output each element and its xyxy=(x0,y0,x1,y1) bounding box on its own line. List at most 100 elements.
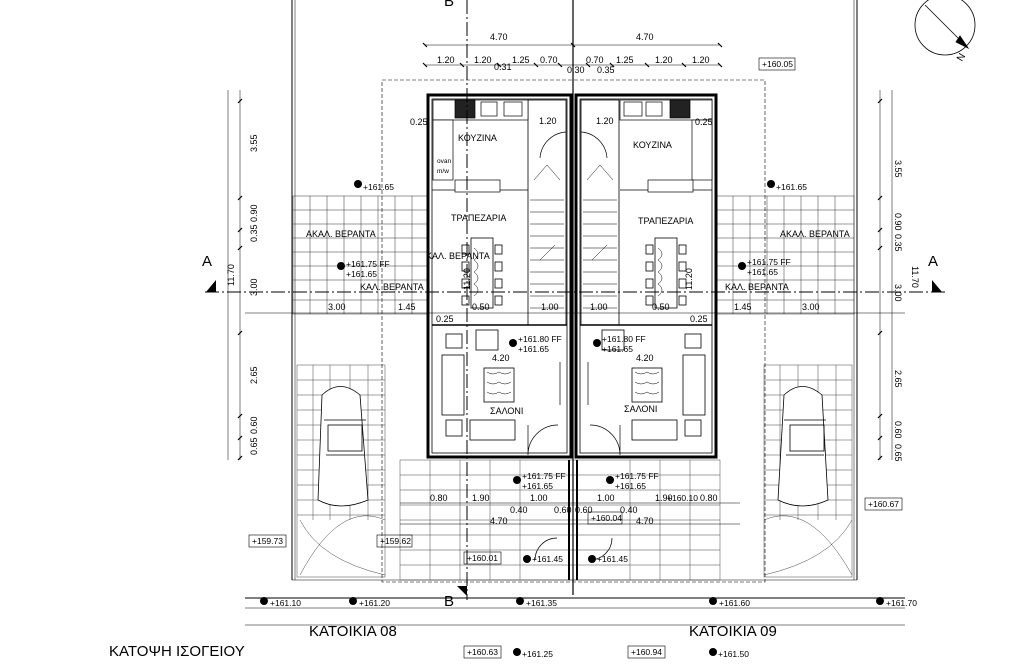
open-veranda-left: ΑΚΑΛ. ΒΕΡΑΝΤΑ xyxy=(306,229,376,239)
dining-label-right: ΤΡΑΠΕΖΑΡΙΑ xyxy=(638,216,693,226)
section-mark-a-left: A xyxy=(202,253,212,270)
party-wall xyxy=(568,0,578,595)
dim-bs-0: 0.40 xyxy=(510,505,528,515)
left-veranda-tiles xyxy=(292,195,429,315)
living-label-left: ΣΑΛΟΝΙ xyxy=(490,406,523,416)
dim-stair-right: 11.20 xyxy=(684,268,694,290)
dim-v-right-3: 3.00 xyxy=(893,284,903,302)
dim-v-left-5: 0.60 xyxy=(249,416,259,434)
north-arrow xyxy=(914,0,976,56)
dim-tr-1: 1.25 xyxy=(616,55,634,65)
unit-name-left: ΚΑΤΟΙΚΙΑ 08 xyxy=(309,623,397,640)
dim-025-a: 0.25 xyxy=(436,314,454,324)
dim-h-3: 1.00 xyxy=(590,302,608,312)
lvl-street-3: +161.60 xyxy=(719,598,750,608)
dim-tl-0: 1.20 xyxy=(437,55,455,65)
lvl-porch-right: +160.10 xyxy=(667,493,698,503)
lvl-entry-ff-right: +161.75 FF xyxy=(615,471,659,481)
dim-v-left-1: 0.90 xyxy=(249,204,259,222)
dim-ticks xyxy=(237,42,883,461)
lvl-right-edge: +160.67 xyxy=(868,499,899,509)
dim-h-0: 3.00 xyxy=(328,302,346,312)
lvl-left-inner: +159.62 xyxy=(380,536,411,546)
dim-025-c: 0.25 xyxy=(410,117,428,127)
lvl-bottom-3: +161.50 xyxy=(718,649,749,659)
section-mark-a-right: A xyxy=(928,253,938,270)
dining-tables xyxy=(461,237,687,309)
dim-v-left-6: 0.65 xyxy=(249,437,259,455)
right-veranda-tiles xyxy=(715,195,855,315)
dim-h-2: 1.00 xyxy=(541,302,559,312)
dim-bottom-total-left: 4.70 xyxy=(490,516,508,526)
right-car xyxy=(777,386,829,507)
section-lines xyxy=(205,0,945,600)
dim-050-b: 0.50 xyxy=(652,302,670,312)
dim-b-5: 0.80 xyxy=(700,493,718,503)
dim-bs-1: 0.60 xyxy=(554,505,572,515)
lvl-street-4: +161.70 xyxy=(886,598,917,608)
dim-ts-2: 0.35 xyxy=(597,65,615,75)
dim-b-2: 1.00 xyxy=(530,493,548,503)
walls xyxy=(426,93,718,459)
lvl-street-0: +161.10 xyxy=(270,598,301,608)
lvl-veranda-ff-left: +161.75 FF xyxy=(346,259,390,269)
dim-b-1: 1.90 xyxy=(472,493,490,503)
dim-tr-0: 0.70 xyxy=(586,55,604,65)
level-markers xyxy=(260,180,884,656)
dim-h-4: 1.45 xyxy=(734,302,752,312)
lvl-street-1: +161.20 xyxy=(359,598,390,608)
lvl-left-edge: +159.73 xyxy=(252,536,283,546)
lvl-porch-left: +160.04 xyxy=(591,513,622,523)
dim-top-total-left: 4.70 xyxy=(490,32,508,42)
dim-v-right-1: 0.90 xyxy=(893,213,903,231)
lvl-bottom-1: +161.25 xyxy=(522,649,553,659)
dim-025-d: 0.25 xyxy=(695,117,713,127)
dim-b-4: 1.90 xyxy=(655,493,673,503)
dim-bs-2: 0.60 xyxy=(575,505,593,515)
dim-b-3: 1.00 xyxy=(597,493,615,503)
lvl-bottom-0: +160.63 xyxy=(467,647,498,657)
kitchen-counters xyxy=(432,99,713,193)
dim-ts-0: 0.31 xyxy=(494,62,512,72)
dimension-lines xyxy=(227,44,905,525)
dim-bottom-total-right: 4.70 xyxy=(636,516,654,526)
dim-tl-1: 1.20 xyxy=(474,55,492,65)
lvl-living-ff2-right: +161.65 xyxy=(602,344,633,354)
section-mark-b-top: B xyxy=(444,0,454,10)
lvl-gate-left: +161.45 xyxy=(532,554,563,564)
dim-v-right-4: 2.65 xyxy=(893,370,903,388)
dim-b-0: 0.80 xyxy=(430,493,448,503)
lvl-veranda-ff2-right: +161.65 xyxy=(747,267,778,277)
lvl-top-right: +160.05 xyxy=(762,59,793,69)
left-car xyxy=(317,386,369,507)
dim-tr-2: 1.20 xyxy=(655,55,673,65)
dim-v-left-2: 0.35 xyxy=(249,224,259,242)
covered-veranda-left-b: ΚΑΛ. ΒΕΡΑΝΤΑ xyxy=(360,282,424,292)
kitchen-label-right: ΚΟΥΖΙΝΑ xyxy=(633,140,672,150)
kitchen-label-left: ΚΟΥΖΙΝΑ xyxy=(458,133,497,143)
dim-v-left-0: 3.55 xyxy=(249,134,259,152)
dim-tl-3: 0.70 xyxy=(540,55,558,65)
stairs xyxy=(530,164,617,309)
covered-veranda-left-a: ΚΑΛ. ΒΕΡΑΝΤΑ xyxy=(426,251,490,261)
dim-bs-3: 0.40 xyxy=(620,505,638,515)
section-arrows xyxy=(206,280,942,596)
lvl-veranda-left: +161.65 xyxy=(363,182,394,192)
north-label: N xyxy=(955,52,968,64)
dim-tl-2: 1.25 xyxy=(512,55,530,65)
dim-depth-right: 11.70 xyxy=(910,266,920,288)
microwave-label: m/w xyxy=(437,168,449,175)
lvl-gate-right: +161.45 xyxy=(597,554,628,564)
dim-v-left-4: 2.65 xyxy=(249,366,259,384)
lvl-entry-ff-left: +161.75 FF xyxy=(522,471,566,481)
dim-h-1: 1.45 xyxy=(398,302,416,312)
lvl-entry-ff2-right: +161.65 xyxy=(615,481,646,491)
lvl-street-2: +161.35 xyxy=(526,598,557,608)
open-veranda-right: ΑΚΑΛ. ΒΕΡΑΝΤΑ xyxy=(780,229,850,239)
dim-v-right-5: 0.60 xyxy=(893,421,903,439)
dim-h-5: 3.00 xyxy=(802,302,820,312)
covered-veranda-right: ΚΑΛ. ΒΕΡΑΝΤΑ xyxy=(725,282,789,292)
dim-depth-left: 11.70 xyxy=(226,264,236,286)
living-label-right: ΣΑΛΟΝΙ xyxy=(624,404,657,414)
